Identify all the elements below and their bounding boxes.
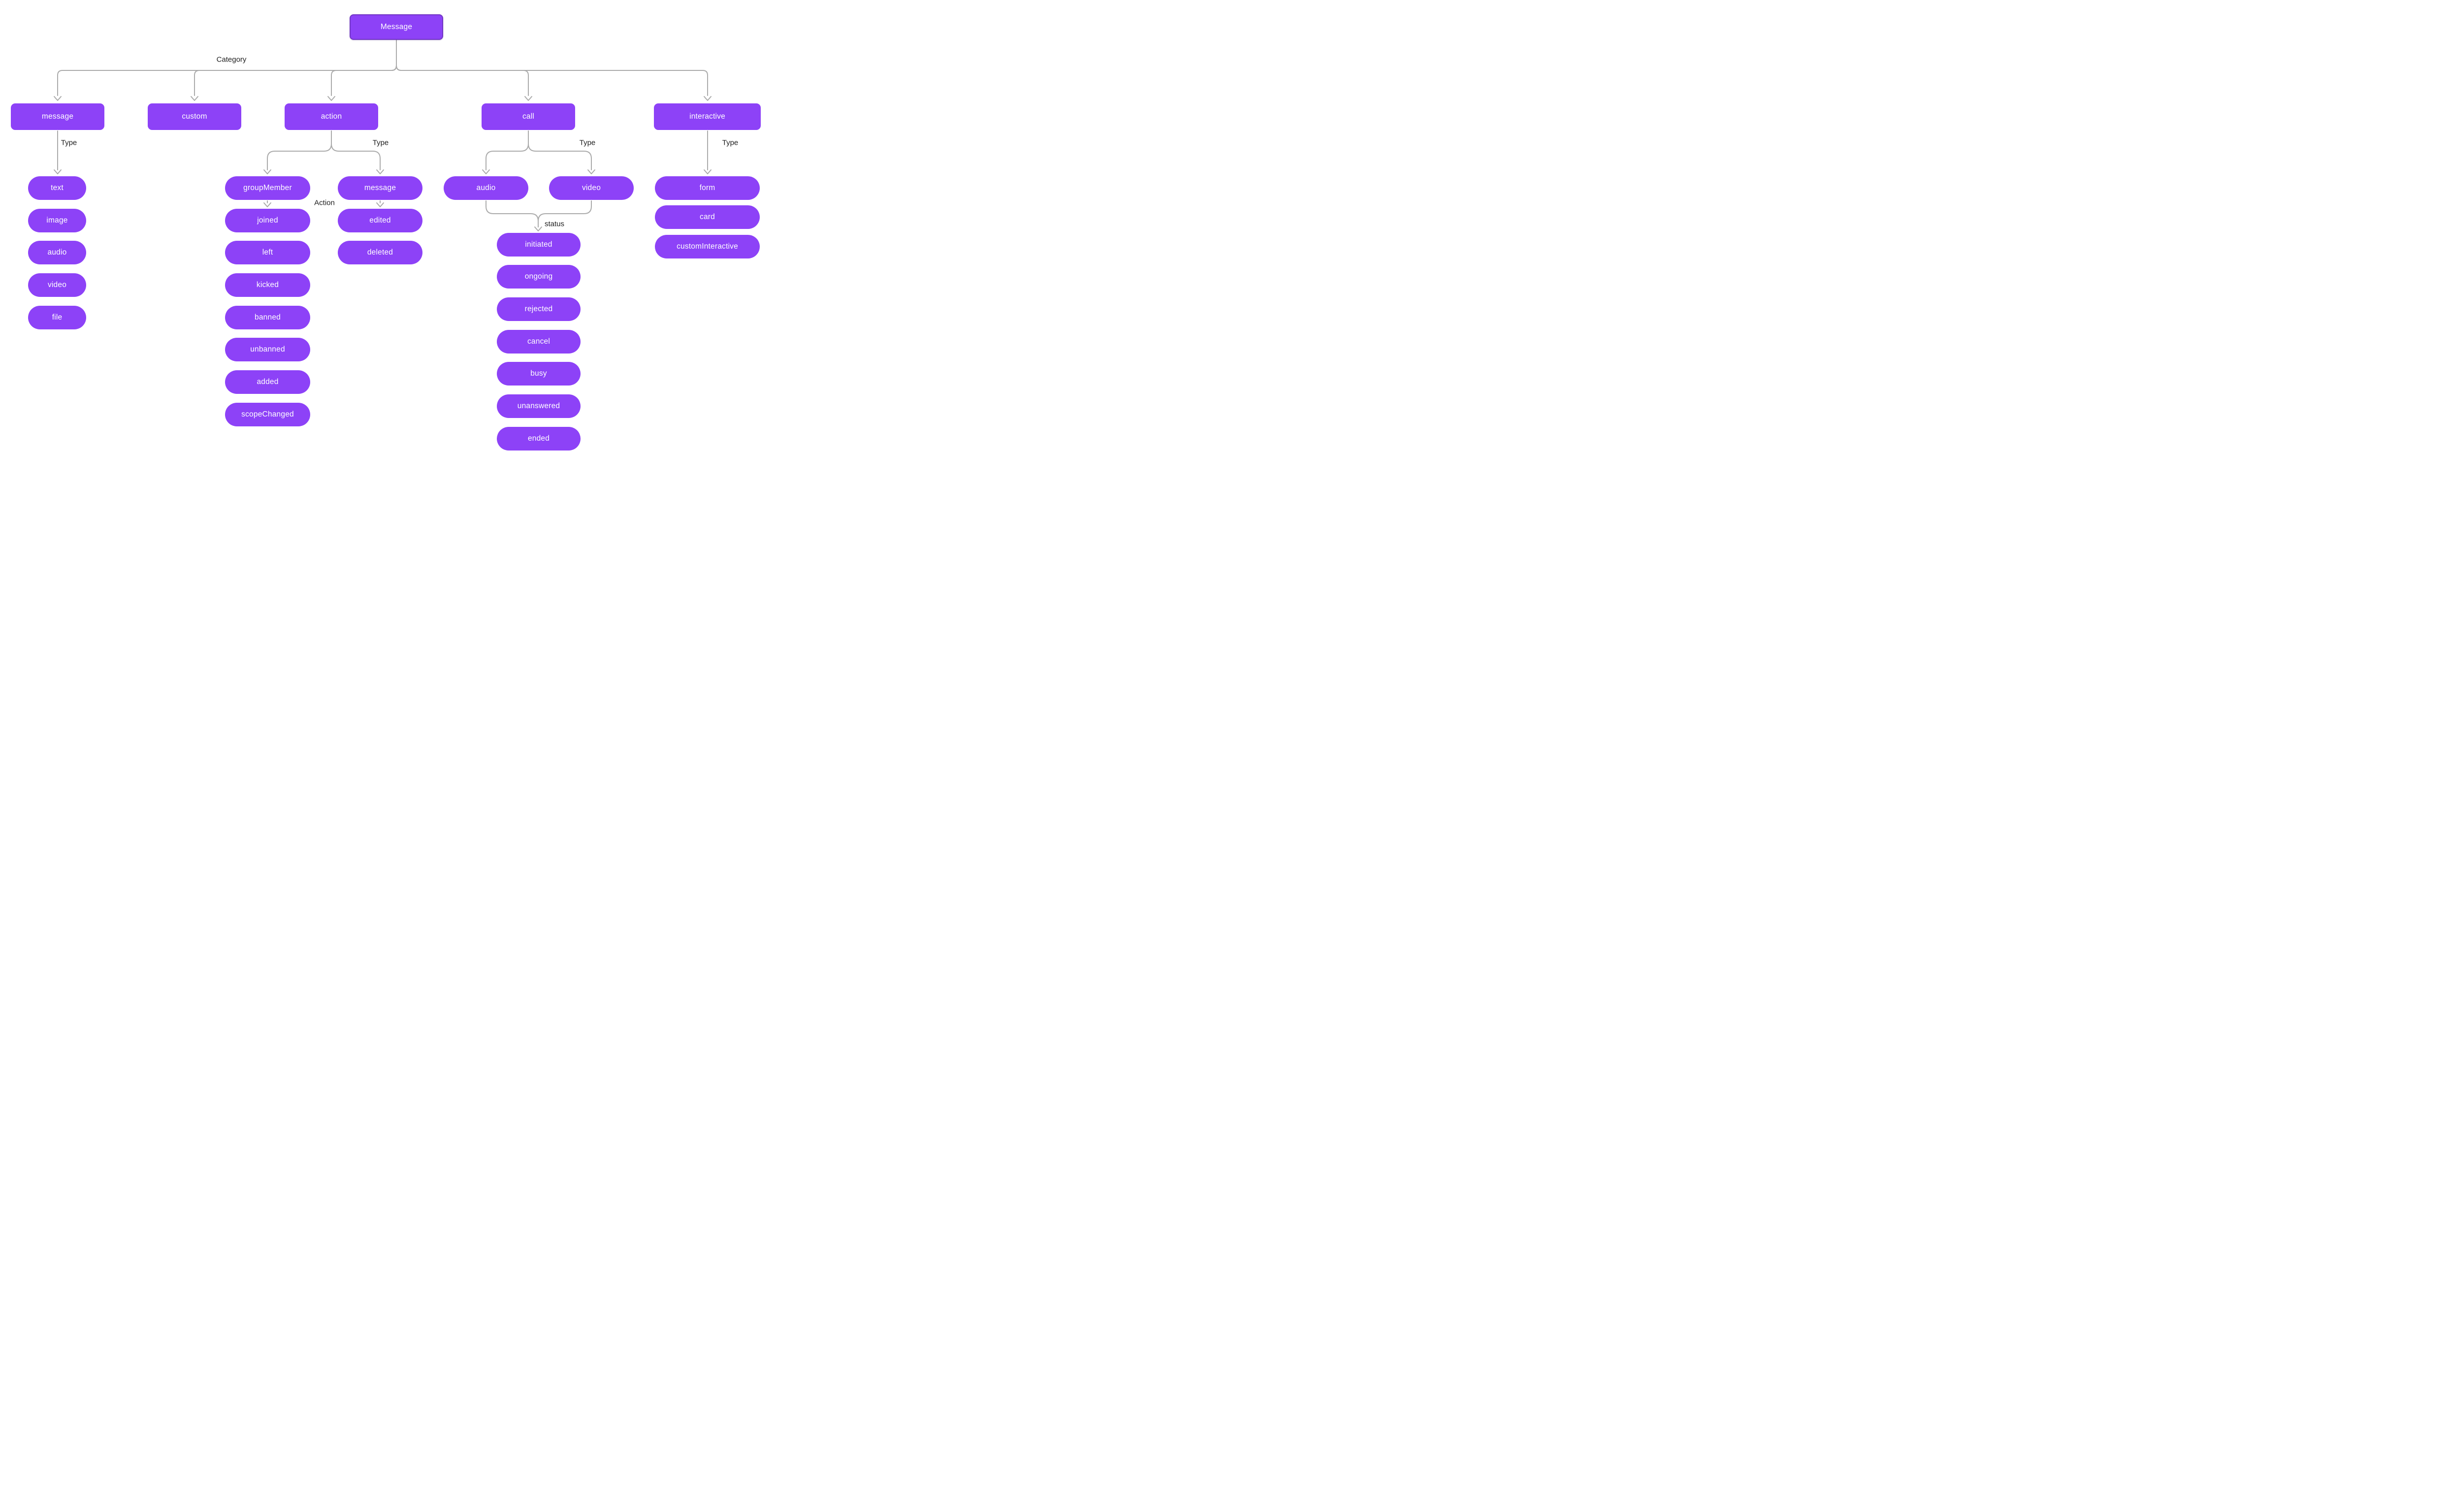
node-type-text[interactable]: text <box>28 176 86 200</box>
flowchart-canvas: Message Category Type Type Type Type Act… <box>0 0 772 464</box>
node-action-left[interactable]: left <box>225 241 310 264</box>
node-action-banned[interactable]: banned <box>225 306 310 329</box>
node-calltype-audio[interactable]: audio <box>444 176 528 200</box>
node-subtype-groupmember[interactable]: groupMember <box>225 176 310 200</box>
node-action-edited[interactable]: edited <box>338 209 422 232</box>
node-action-kicked[interactable]: kicked <box>225 273 310 297</box>
node-type-file[interactable]: file <box>28 306 86 329</box>
node-status-cancel[interactable]: cancel <box>497 330 581 354</box>
node-status-ended[interactable]: ended <box>497 427 581 450</box>
node-type-video[interactable]: video <box>28 273 86 297</box>
node-type-card[interactable]: card <box>655 205 760 229</box>
node-category-interactive[interactable]: interactive <box>654 103 761 130</box>
node-root-message[interactable]: Message <box>350 14 443 40</box>
node-subtype-message[interactable]: message <box>338 176 422 200</box>
node-category-custom[interactable]: custom <box>148 103 241 130</box>
node-status-rejected[interactable]: rejected <box>497 297 581 321</box>
node-action-joined[interactable]: joined <box>225 209 310 232</box>
label-type-interactive: Type <box>722 138 739 147</box>
node-calltype-video[interactable]: video <box>549 176 634 200</box>
node-action-added[interactable]: added <box>225 370 310 394</box>
node-category-message[interactable]: message <box>11 103 104 130</box>
node-type-image[interactable]: image <box>28 209 86 232</box>
node-action-unbanned[interactable]: unbanned <box>225 338 310 361</box>
label-type-message: Type <box>61 138 77 147</box>
label-status: status <box>544 220 565 228</box>
label-type-action: Type <box>372 138 389 147</box>
node-status-initiated[interactable]: initiated <box>497 233 581 257</box>
node-type-custominteractive[interactable]: customInteractive <box>655 235 760 258</box>
node-action-deleted[interactable]: deleted <box>338 241 422 264</box>
node-type-form[interactable]: form <box>655 176 760 200</box>
node-category-action[interactable]: action <box>285 103 378 130</box>
node-type-audio[interactable]: audio <box>28 241 86 264</box>
label-category: Category <box>216 55 247 64</box>
node-status-unanswered[interactable]: unanswered <box>497 394 581 418</box>
node-status-busy[interactable]: busy <box>497 362 581 386</box>
node-action-scopechanged[interactable]: scopeChanged <box>225 403 310 426</box>
node-status-ongoing[interactable]: ongoing <box>497 265 581 289</box>
label-type-call: Type <box>579 138 596 147</box>
label-action: Action <box>314 198 335 207</box>
node-category-call[interactable]: call <box>482 103 575 130</box>
